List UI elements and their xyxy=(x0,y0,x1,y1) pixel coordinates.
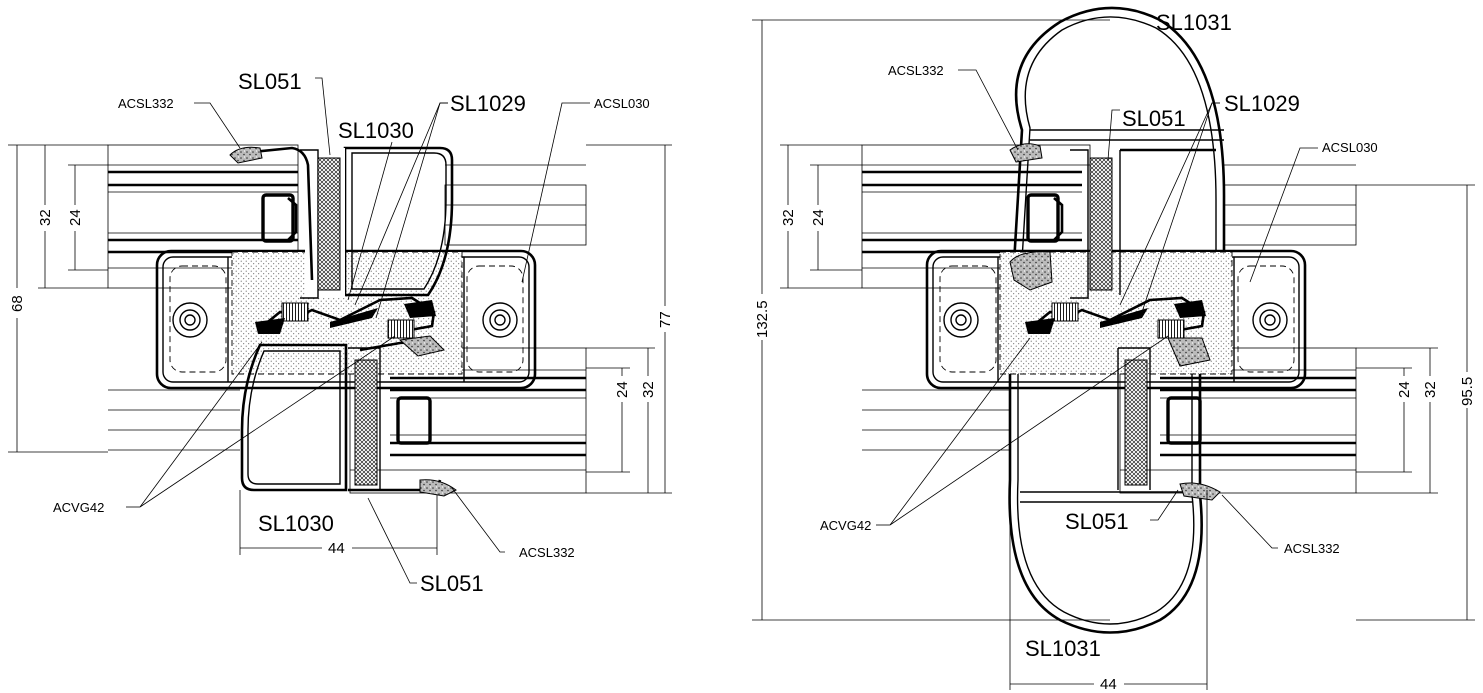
label-acsl332-top: ACSL332 xyxy=(118,96,174,111)
left-upper-glazing xyxy=(107,144,299,289)
label-acsl332-bottom: ACSL332 xyxy=(1284,541,1340,556)
label-sl051-bottom: SL051 xyxy=(1065,509,1129,534)
dim-right-32-right: 32 xyxy=(1422,381,1439,398)
right-sash-parts xyxy=(1009,143,1221,501)
left-dimensions xyxy=(8,144,673,556)
right-oval-mullion xyxy=(1008,6,1226,634)
left-detail: SL051 SL1030 SL1029 ACSL030 ACSL332 ACVG… xyxy=(8,69,674,596)
right-lower-glazing xyxy=(1119,347,1357,494)
dim-left-32: 32 xyxy=(37,209,54,226)
dim-left-77: 77 xyxy=(657,311,674,328)
dim-right-32: 32 xyxy=(780,209,797,226)
dim-right-24: 24 xyxy=(810,209,827,226)
dim-left-24-right: 24 xyxy=(614,381,631,398)
left-background-lines xyxy=(108,164,587,451)
label-sl1030-bottom: SL1030 xyxy=(258,511,334,536)
label-sl1031-bottom: SL1031 xyxy=(1025,636,1101,661)
label-acvg42: ACVG42 xyxy=(53,500,104,515)
dim-right-24-right: 24 xyxy=(1396,381,1413,398)
dim-left-68: 68 xyxy=(9,295,26,312)
right-background-lines xyxy=(862,164,1357,451)
label-acvg42: ACVG42 xyxy=(820,518,871,533)
dim-left-32-right: 32 xyxy=(640,381,657,398)
right-dimensions xyxy=(752,19,1475,692)
dim-right-95-5: 95.5 xyxy=(1459,377,1476,406)
left-leaders xyxy=(126,77,590,584)
label-sl1031-top: SL1031 xyxy=(1156,10,1232,35)
right-gaskets xyxy=(1025,296,1206,339)
label-sl1029: SL1029 xyxy=(450,91,526,116)
label-sl1030-top: SL1030 xyxy=(338,118,414,143)
dim-right-132-5: 132.5 xyxy=(754,300,771,338)
label-sl051-bottom: SL051 xyxy=(420,571,484,596)
label-sl051-top: SL051 xyxy=(238,69,302,94)
left-lower-sash xyxy=(240,335,457,497)
label-acsl030: ACSL030 xyxy=(594,96,650,111)
left-upper-sash xyxy=(229,146,454,299)
label-acsl332-top: ACSL332 xyxy=(888,63,944,78)
label-acsl030: ACSL030 xyxy=(1322,140,1378,155)
label-sl1029: SL1029 xyxy=(1224,91,1300,116)
dim-left-44: 44 xyxy=(328,540,345,557)
dim-left-24: 24 xyxy=(67,209,84,226)
label-acsl332-bottom: ACSL332 xyxy=(519,545,575,560)
dim-right-44: 44 xyxy=(1100,676,1117,693)
left-gaskets xyxy=(255,296,436,339)
label-sl051-top: SL051 xyxy=(1122,106,1186,131)
right-detail: SL1031 ACSL332 SL051 SL1029 ACSL030 ACVG… xyxy=(752,6,1476,693)
right-leaders xyxy=(876,69,1318,549)
left-lower-glazing xyxy=(349,347,587,494)
